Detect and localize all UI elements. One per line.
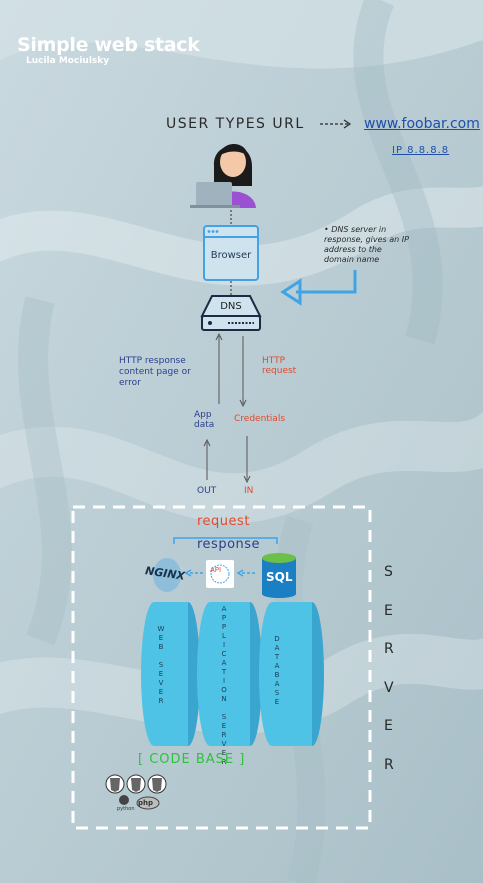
dns-note: • DNS server in response, gives an IP ad… xyxy=(324,225,409,264)
python-label: python xyxy=(117,806,135,812)
vertical-letter: B xyxy=(158,643,164,651)
dns-note-arrow xyxy=(296,270,357,294)
vertical-letter: I xyxy=(222,641,226,649)
vertical-letter: E xyxy=(221,749,227,757)
vertical-letter: T xyxy=(274,653,280,661)
out-label: OUT xyxy=(197,486,217,496)
vertical-letter xyxy=(219,704,229,713)
sql-label: SQL xyxy=(266,570,293,584)
vertical-letter: N xyxy=(221,695,227,703)
vertical-letter: P xyxy=(221,614,227,622)
vertical-letter: A xyxy=(221,605,227,613)
vertical-letter: E xyxy=(221,722,227,730)
author-name: Lucila Mociulsky xyxy=(26,56,110,66)
python-icon xyxy=(119,795,129,805)
vertical-letter: R xyxy=(158,697,164,705)
api-icon xyxy=(206,560,234,588)
application-server-cylinder xyxy=(197,602,262,746)
vertical-letter: I xyxy=(222,677,226,685)
codebase-label: [ CODE BASE ] xyxy=(138,752,246,767)
vertical-letter: A xyxy=(274,644,280,652)
browser-window-icon xyxy=(203,225,259,281)
vertical-letter: E xyxy=(158,634,164,642)
vertical-letter: A xyxy=(274,662,280,670)
page-title: Simple web stack xyxy=(17,34,200,56)
vertical-letter: A xyxy=(274,680,280,688)
server-letter: V xyxy=(384,679,394,696)
app-data-label: App data xyxy=(194,410,215,430)
server-vertical-title: S E R V E R xyxy=(384,564,398,795)
laptop-icon xyxy=(190,182,240,208)
vertical-letter: E xyxy=(158,688,164,696)
vertical-letter xyxy=(156,652,166,661)
database-cylinder xyxy=(259,602,324,746)
server-letter: R xyxy=(384,641,394,657)
user-types-url-label: USER TYPES URL xyxy=(166,116,305,132)
credentials-label: Credentials xyxy=(234,414,286,424)
vertical-letter: S xyxy=(158,661,164,669)
vertical-letter: D xyxy=(274,635,280,643)
server-letter: S xyxy=(384,564,393,580)
vertical-letter: C xyxy=(221,650,227,658)
server-letter: E xyxy=(384,602,393,619)
web-server-cylinder xyxy=(141,602,200,746)
nginx-logo-icon xyxy=(153,558,181,592)
dns-server-icon xyxy=(200,295,262,331)
server-letter: R xyxy=(384,756,394,773)
vertical-letter: B xyxy=(274,671,280,679)
vertical-letter: L xyxy=(222,632,226,640)
vertical-letter: V xyxy=(221,740,227,748)
vertical-letter: S xyxy=(274,689,280,697)
vertical-letter: W xyxy=(157,625,165,633)
vertical-letter: R xyxy=(221,731,227,739)
response-label: response xyxy=(197,537,261,552)
vertical-letter: E xyxy=(158,670,164,678)
in-label: IN xyxy=(244,486,254,496)
domain-link[interactable]: www.foobar.com xyxy=(364,116,480,132)
http-request-label: HTTP request xyxy=(262,356,297,376)
server-letter: E xyxy=(384,718,393,734)
dns-label: DNS xyxy=(220,301,242,312)
vertical-letter: A xyxy=(221,659,227,667)
api-label: API xyxy=(210,566,222,574)
vertical-letter: E xyxy=(274,698,280,706)
browser-label: Browser xyxy=(210,250,252,261)
server-frame xyxy=(71,505,372,830)
php-label: php xyxy=(138,799,154,807)
vertical-letter: R xyxy=(221,758,227,766)
php-icon xyxy=(136,796,160,810)
sql-database-icon xyxy=(262,553,296,598)
vertical-letter: O xyxy=(221,686,227,694)
ip-address: IP 8.8.8.8 xyxy=(392,145,450,156)
vertical-letter: S xyxy=(221,713,227,721)
vertical-letter: V xyxy=(158,679,164,687)
http-response-label: HTTP response content page or error xyxy=(119,356,191,388)
vertical-letter: T xyxy=(221,668,227,676)
request-label: request xyxy=(197,514,250,529)
vertical-letter: P xyxy=(221,623,227,631)
